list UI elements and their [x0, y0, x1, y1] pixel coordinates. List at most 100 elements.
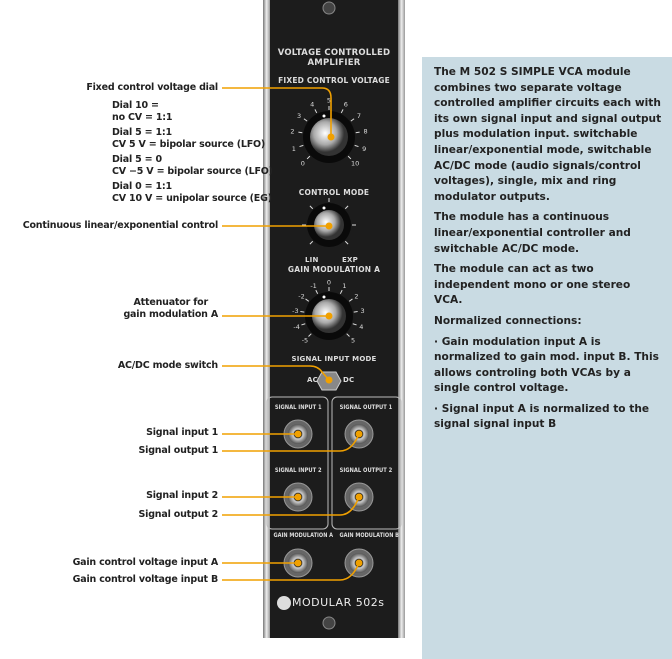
dial-note-line: CV 5 V = bipolar source (LFO) [112, 138, 266, 150]
control-mode-label: CONTROL MODE [298, 188, 370, 197]
callout-dot [294, 430, 302, 438]
scale-label: -1 [310, 282, 316, 290]
callout-dot [325, 312, 333, 320]
signal-output-2-label: SIGNAL OUTPUT 2 [339, 466, 393, 474]
scale-label: 7 [357, 112, 361, 120]
gain-mod-a-label: GAIN MODULATION A [287, 265, 381, 274]
description-stereo: The module can act as two independent mo… [434, 263, 631, 307]
scale-label: 3 [361, 307, 365, 315]
scale-tick [344, 240, 349, 245]
scale-tick [301, 323, 306, 326]
scale-label: 6 [344, 101, 348, 109]
description-normalized-2: · Signal input A is normalized to the si… [434, 402, 650, 431]
dial-note-line: Dial 0 = 1:1 [112, 181, 172, 192]
scale-label: 3 [297, 112, 301, 120]
dial-note: Dial 10 =no CV = 1:1 [112, 100, 273, 123]
scale-tick [308, 333, 312, 337]
knob-pointer-dot[interactable] [322, 295, 326, 299]
scale-label: 0 [301, 160, 305, 168]
brand-logo-text: MODULAR 502s [292, 596, 385, 609]
signal-output-group-frame [331, 396, 402, 530]
scale-label: 0 [327, 279, 331, 287]
continuous-control-callout: Continuous linear/exponential control [22, 220, 218, 231]
scale-tick [300, 310, 305, 313]
signal-output-1-label: SIGNAL OUTPUT 1 [339, 403, 393, 411]
intro-body: module combines two separate voltage con… [434, 66, 662, 203]
callout-line [222, 562, 360, 581]
scale-tick [314, 109, 318, 114]
fixed-dial-callout: Fixed control voltage dial [86, 82, 218, 93]
scale-tick [355, 131, 360, 134]
callout-line [222, 87, 332, 137]
scale-label: 1 [342, 282, 346, 290]
scale-tick [305, 298, 310, 302]
signal-input-2-label: SIGNAL INPUT 2 [274, 466, 322, 474]
gain-modulation-b-label-box: GAIN MODULATION B [332, 532, 402, 539]
screw-icon [322, 1, 336, 15]
panel-rail-left [263, 0, 270, 638]
dc-label: DC [343, 376, 355, 384]
attenuator-callout-line-2: gain modulation A [123, 309, 218, 320]
scale-tick [346, 333, 350, 337]
brand-logo-icon [277, 596, 291, 610]
signal-input-1-callout: Signal input 1 [146, 427, 218, 438]
scale-label: -2 [298, 293, 304, 301]
screw-icon [322, 616, 336, 630]
callout-dot [327, 133, 335, 141]
scale-label: 5 [351, 337, 355, 345]
scale-tick [354, 144, 359, 148]
knob-pointer-dot[interactable] [322, 114, 326, 118]
scale-label: 2 [290, 128, 294, 136]
signal-output-1-callout: Signal output 1 [138, 445, 219, 456]
scale-label: 4 [359, 323, 363, 331]
gain-modulation-b-label: GAIN MODULATION B [339, 532, 400, 539]
scale-label: 9 [362, 145, 366, 153]
scale-tick [344, 205, 349, 210]
attenuator-callout-line-1: Attenuator for [133, 297, 209, 308]
description-box: The M 502 S SIMPLE VCA module combines t… [422, 57, 672, 659]
exp-label: EXP [342, 256, 358, 264]
scale-tick [306, 155, 311, 160]
scale-tick [298, 131, 303, 134]
ac-label: AC [307, 376, 318, 384]
signal-input-group-frame [266, 396, 329, 530]
module-title-line-1: VOLTAGE CONTROLLED [277, 48, 391, 58]
scale-label: -5 [302, 337, 308, 345]
fixed-cv-label: FIXED CONTROL VOLTAGE [278, 76, 390, 85]
callout-dot [294, 559, 302, 567]
module-title-line-2: AMPLIFIER [307, 58, 361, 68]
description-normalized-1: · Gain modulation input A is normalized … [434, 335, 659, 395]
dial-note-line: Dial 5 = 0 [112, 154, 162, 165]
signal-input-1-label: SIGNAL INPUT 1 [274, 403, 322, 411]
panel-rail-right [398, 0, 405, 638]
callout-dot [355, 559, 363, 567]
signal-input-1-label-box: SIGNAL INPUT 1 [268, 403, 328, 411]
signal-input-2-callout: Signal input 2 [146, 490, 218, 501]
intro-prefix: The [434, 66, 460, 78]
dial-note-line: CV 10 V = unipolar source (EG) [112, 192, 272, 204]
callout-dot [294, 493, 302, 501]
knob-pointer-dot[interactable] [322, 206, 326, 210]
description-controller: The module has a continuous linear/expon… [434, 211, 631, 255]
scale-label: 4 [310, 101, 314, 109]
dial-note-line: Dial 5 = 1:1 [112, 127, 172, 138]
scale-tick [309, 240, 314, 245]
description-intro: The M 502 S SIMPLE VCA module combines t… [434, 65, 662, 205]
dial-note-line: no CV = 1:1 [112, 111, 173, 123]
module-name: M 502 S SIMPLE VCA [459, 66, 583, 78]
lin-label: LIN [305, 256, 319, 264]
gain-modulation-a-label-box: GAIN MODULATION A [266, 532, 334, 539]
scale-tick [339, 289, 343, 294]
scale-label: 5 [327, 97, 331, 105]
callout-line [222, 433, 360, 452]
scale-tick [353, 310, 358, 313]
callout-dot [355, 430, 363, 438]
callout-line [222, 496, 360, 516]
signal-output-2-callout: Signal output 2 [138, 509, 219, 520]
gain-modulation-a-label: GAIN MODULATION A [273, 532, 334, 539]
scale-tick [340, 109, 344, 114]
scale-tick [303, 118, 308, 122]
